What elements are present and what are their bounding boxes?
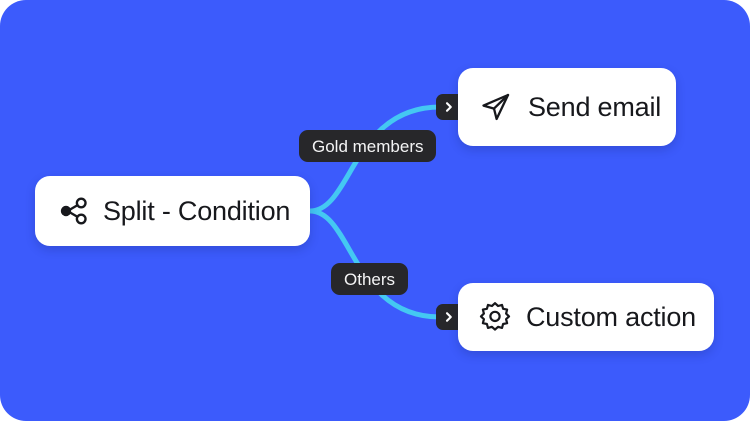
node-split-condition[interactable]: Split - Condition	[35, 176, 310, 246]
node-send-email[interactable]: Send email	[458, 68, 676, 146]
node-custom-action[interactable]: Custom action	[458, 283, 714, 351]
share-split-icon	[55, 193, 91, 229]
gear-icon	[478, 300, 512, 334]
chevron-right-icon	[443, 311, 455, 323]
paper-plane-icon	[478, 89, 514, 125]
node-label: Send email	[528, 91, 662, 122]
branch-label-text: Others	[344, 269, 396, 289]
connector-handle-custom-action[interactable]	[436, 304, 462, 330]
chevron-right-icon	[443, 101, 455, 113]
branch-label-others[interactable]: Others	[331, 263, 409, 295]
node-label: Custom action	[526, 301, 696, 332]
branch-label-gold-members[interactable]: Gold members	[299, 130, 437, 162]
connector-handle-send-email[interactable]	[436, 94, 462, 120]
node-label: Split - Condition	[103, 195, 291, 226]
branch-label-text: Gold members	[312, 136, 424, 156]
